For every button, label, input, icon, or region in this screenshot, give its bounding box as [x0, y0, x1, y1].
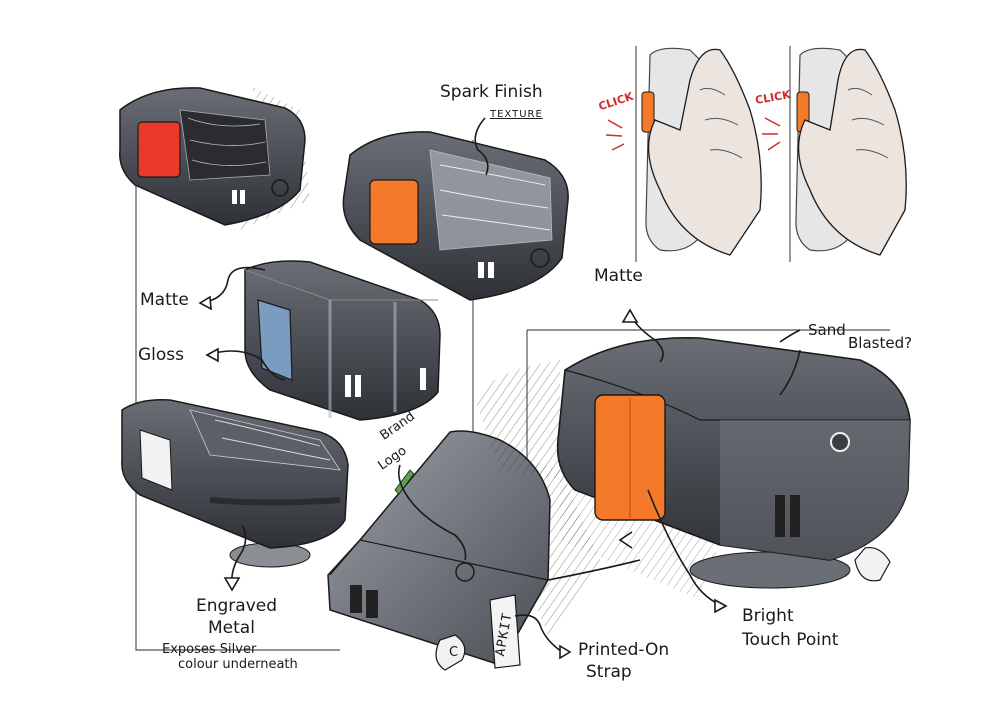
- annotation-printed-on: Printed-On: [578, 640, 670, 660]
- annotation-strap: Strap: [586, 662, 632, 682]
- device-sketch-spark-finish: [342, 131, 569, 301]
- annotation-leaders: [198, 117, 801, 660]
- annotation-blasted: Blasted?: [848, 334, 913, 352]
- annotation-matte-left: Matte: [140, 290, 189, 310]
- hand-sketch-left: [641, 47, 762, 256]
- device-sketch-engraved-metal: [121, 398, 349, 568]
- annotation-bright: Bright: [742, 606, 794, 626]
- click-marks: [605, 117, 781, 151]
- hand-sketch-right: [795, 47, 907, 256]
- annotation-gloss: Gloss: [138, 345, 185, 365]
- device-sketch-bright-touch-point: [475, 336, 911, 600]
- annotation-engraved: Engraved: [196, 596, 278, 616]
- annotation-texture: TEXTURE: [490, 109, 543, 120]
- annotation-touch-point: Touch Point: [742, 630, 839, 650]
- annotation-spark-finish: Spark Finish: [440, 82, 543, 102]
- device-sketch-matte-gloss: [244, 260, 441, 421]
- device-sketch-red-button: [119, 86, 310, 230]
- annotation-matte-right: Matte: [594, 266, 643, 286]
- annotation-metal: Metal: [208, 618, 255, 638]
- annotation-sand: Sand: [808, 321, 846, 339]
- annotation-exposes-silver: Exposes Silver: [162, 642, 257, 657]
- tag-letter: C: [449, 645, 459, 660]
- annotation-colour-underneath: colour underneath: [178, 657, 298, 672]
